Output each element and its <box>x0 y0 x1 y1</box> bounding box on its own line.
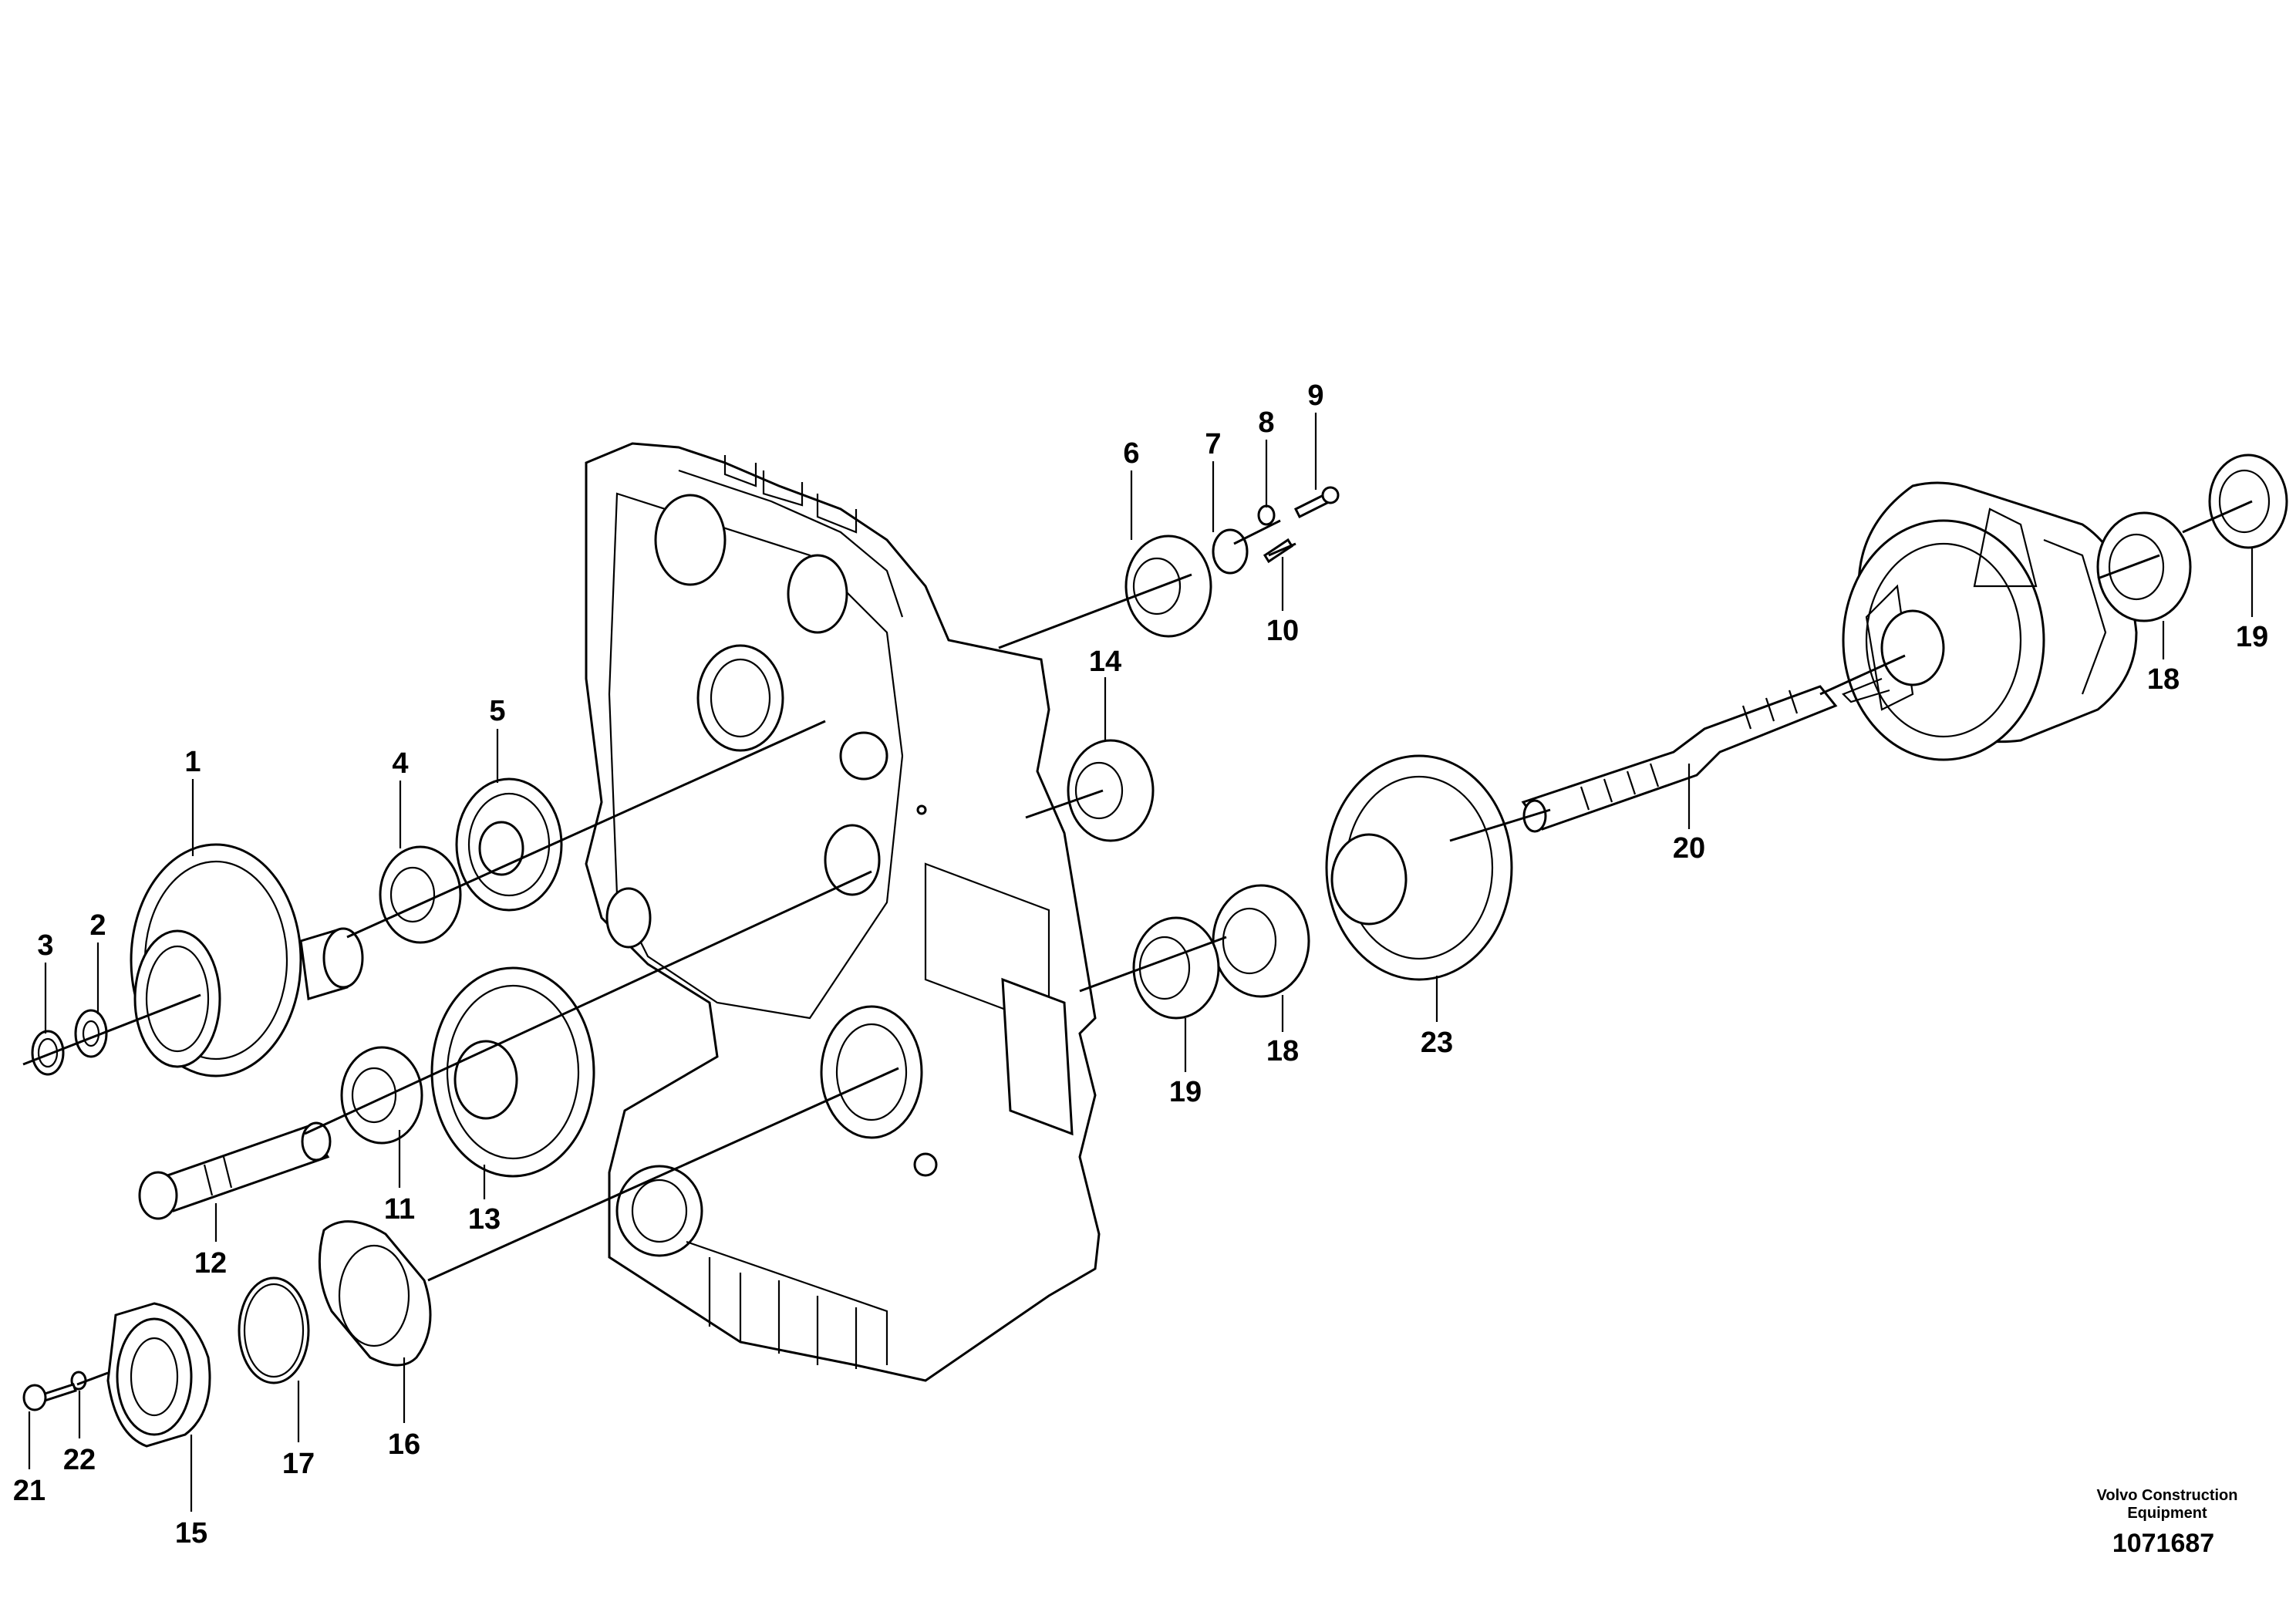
label-part-23: 23 <box>1421 1027 1453 1059</box>
label-part-12: 12 <box>194 1247 227 1280</box>
bearing-14 <box>1067 739 1155 842</box>
label-part-1: 1 <box>184 746 201 778</box>
gasket-16 <box>318 1220 432 1367</box>
label-part-11: 11 <box>384 1193 415 1226</box>
brand-line-2: Equipment <box>2127 1505 2207 1522</box>
label-part-6: 6 <box>1123 437 1139 470</box>
shaft-20 <box>1521 685 1838 833</box>
transmission-housing <box>585 442 1101 1382</box>
label-part-7: 7 <box>1205 428 1221 460</box>
label-part-9: 9 <box>1307 379 1323 412</box>
label-part-15: 15 <box>175 1517 207 1549</box>
label-part-22: 22 <box>63 1444 96 1476</box>
label-part-10: 10 <box>1266 615 1299 647</box>
gear-23 <box>1325 754 1513 981</box>
gear-13 <box>430 966 595 1178</box>
flange-15 <box>106 1302 211 1448</box>
drawing-number: 1071687 <box>2112 1529 2214 1558</box>
seal-19-top <box>2208 454 2288 549</box>
gear-5 <box>455 777 563 912</box>
shaft-12 <box>138 1121 332 1220</box>
part-labels: 1 2 3 4 5 6 7 8 9 10 11 12 13 14 15 16 1… <box>13 379 2268 1549</box>
leader-lines <box>28 413 2254 1512</box>
plate-7 <box>1212 528 1249 575</box>
label-part-19-lower: 19 <box>1169 1076 1202 1108</box>
bearing-4 <box>379 845 462 944</box>
coupling-2 <box>74 1009 108 1058</box>
bearing-18-lower <box>1212 884 1310 998</box>
label-part-2: 2 <box>89 909 106 942</box>
screw-9 <box>1293 486 1340 519</box>
o-ring-17 <box>238 1276 310 1384</box>
label-part-5: 5 <box>489 695 505 727</box>
washer-8 <box>1257 504 1276 526</box>
bearing-6 <box>1124 534 1212 638</box>
footer: Volvo Construction Equipment 1071687 <box>2097 1487 2238 1558</box>
label-part-18-top: 18 <box>2147 663 2180 696</box>
assembly-lines <box>22 500 2253 1386</box>
label-part-3: 3 <box>37 929 53 962</box>
screw-21 <box>22 1383 77 1411</box>
bearing-11 <box>340 1046 423 1145</box>
label-part-18-lower: 18 <box>1266 1035 1299 1067</box>
label-part-16: 16 <box>388 1428 420 1461</box>
label-part-13: 13 <box>468 1203 501 1236</box>
circlip-3 <box>31 1030 65 1076</box>
label-part-21: 21 <box>13 1475 46 1507</box>
label-part-4: 4 <box>392 747 408 780</box>
label-part-19-top: 19 <box>2236 621 2268 653</box>
clutch-housing-assembly <box>1842 481 2138 761</box>
label-part-14: 14 <box>1089 646 1121 678</box>
label-part-20: 20 <box>1673 832 1705 865</box>
label-part-17: 17 <box>282 1448 315 1480</box>
brand-line-1: Volvo Construction <box>2097 1487 2238 1504</box>
gear-1 <box>130 843 364 1077</box>
label-part-8: 8 <box>1258 406 1274 439</box>
bearing-18-top <box>2096 511 2192 622</box>
seal-19-lower <box>1132 916 1220 1020</box>
